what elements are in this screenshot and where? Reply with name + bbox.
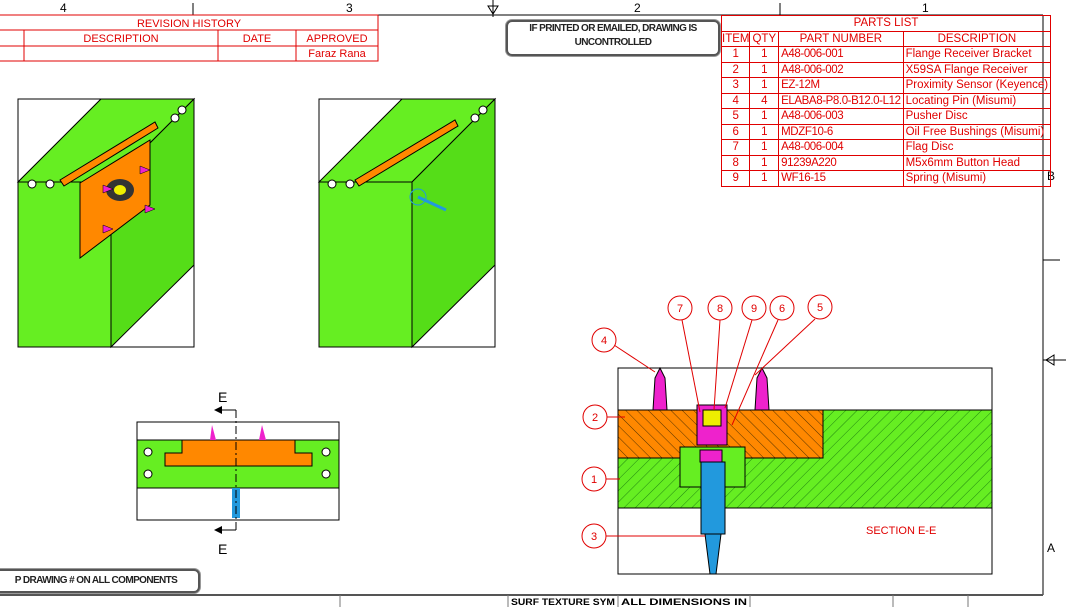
cell-qty: 4 [749, 92, 780, 109]
rev-header-date: DATE [243, 33, 272, 45]
front-view [136, 406, 340, 534]
cell-qty: 1 [749, 77, 780, 94]
cell-description: X59SA Flange Receiver [902, 61, 1052, 78]
cell-qty: 1 [749, 123, 780, 140]
rev-approved-value: Faraz Rana [308, 48, 366, 60]
balloon-2: 2 [592, 412, 598, 424]
cell-item: 5 [720, 108, 751, 125]
header-qty: QTY [749, 30, 780, 47]
balloon-7: 7 [677, 303, 683, 315]
header-description: DESCRIPTION [902, 30, 1052, 47]
cell-qty: 1 [749, 139, 780, 156]
cell-part-number: EZ-12M [778, 77, 904, 94]
balloon-5: 5 [817, 302, 823, 314]
cell-description: Flag Disc [902, 139, 1052, 156]
cell-item: 2 [720, 61, 751, 78]
cell-part-number: WF16-15 [778, 170, 904, 187]
zone-4: 4 [60, 1, 67, 15]
balloon-8: 8 [717, 303, 723, 315]
cell-part-number: A48-006-002 [778, 61, 904, 78]
cell-description: Spring (Misumi) [902, 170, 1052, 187]
zone-a: A [1047, 541, 1055, 555]
cell-item: 9 [720, 170, 751, 187]
cell-description: Pusher Disc [902, 108, 1052, 125]
isometric-view-back [317, 97, 497, 349]
section-cut-label-top: E [218, 389, 227, 405]
header-item: ITEM [720, 30, 751, 47]
zone-b: B [1047, 169, 1055, 183]
parts-list-table: PARTS LIST ITEM QTY PART NUMBER DESCRIPT… [720, 15, 1052, 187]
zone-1: 1 [922, 1, 929, 15]
revision-history-table [0, 14, 379, 62]
zone-2: 2 [634, 1, 641, 15]
revision-history-title: REVISION HISTORY [137, 18, 242, 30]
cell-part-number: A48-006-001 [778, 46, 904, 63]
section-view [617, 366, 993, 575]
uncontrolled-stamp: IF PRINTED OR EMAILED, DRAWING IS UNCONT… [506, 20, 720, 56]
drawing-number-note: P DRAWING # ON ALL COMPONENTS [0, 569, 200, 593]
cell-part-number: A48-006-003 [778, 108, 904, 125]
cell-qty: 1 [749, 46, 780, 63]
cell-description: M5x6mm Button Head [902, 154, 1052, 171]
balloons [581, 294, 833, 549]
cell-item: 1 [720, 46, 751, 63]
section-label: SECTION E-E [866, 525, 936, 537]
balloon-4: 4 [601, 335, 607, 347]
cell-qty: 1 [749, 61, 780, 78]
rev-header-approved: APPROVED [306, 33, 367, 45]
dimensions-label: ALL DIMENSIONS IN [621, 597, 747, 607]
cell-item: 6 [720, 123, 751, 140]
parts-list-title: PARTS LIST [720, 15, 1052, 32]
balloon-1: 1 [591, 474, 597, 486]
cell-item: 7 [720, 139, 751, 156]
balloon-3: 3 [591, 531, 597, 543]
balloon-6: 6 [779, 303, 785, 315]
cell-part-number: A48-006-004 [778, 139, 904, 156]
cell-part-number: ELABA8-P8.0-B12.0-L12 [778, 92, 904, 109]
cell-qty: 1 [749, 108, 780, 125]
cell-qty: 1 [749, 154, 780, 171]
cell-item: 4 [720, 92, 751, 109]
header-part-number: PART NUMBER [778, 30, 904, 47]
surface-texture-label: SURF TEXTURE SYM [511, 597, 615, 607]
isometric-view-with-plate [16, 97, 196, 349]
cell-part-number: MDZF10-6 [778, 123, 904, 140]
cell-item: 3 [720, 77, 751, 94]
cell-description: Oil Free Bushings (Misumi) [902, 123, 1052, 140]
zone-3: 3 [346, 1, 353, 15]
section-cut-label-bottom: E [218, 541, 227, 557]
cell-part-number: 91239A220 [778, 154, 904, 171]
rev-header-description: DESCRIPTION [83, 33, 158, 45]
cell-description: Proximity Sensor (Keyence) [902, 77, 1052, 94]
balloon-9: 9 [751, 303, 757, 315]
title-block-dividers [339, 595, 969, 607]
cell-qty: 1 [749, 170, 780, 187]
cell-description: Locating Pin (Misumi) [902, 92, 1052, 109]
cell-item: 8 [720, 154, 751, 171]
cell-description: Flange Receiver Bracket [902, 46, 1052, 63]
